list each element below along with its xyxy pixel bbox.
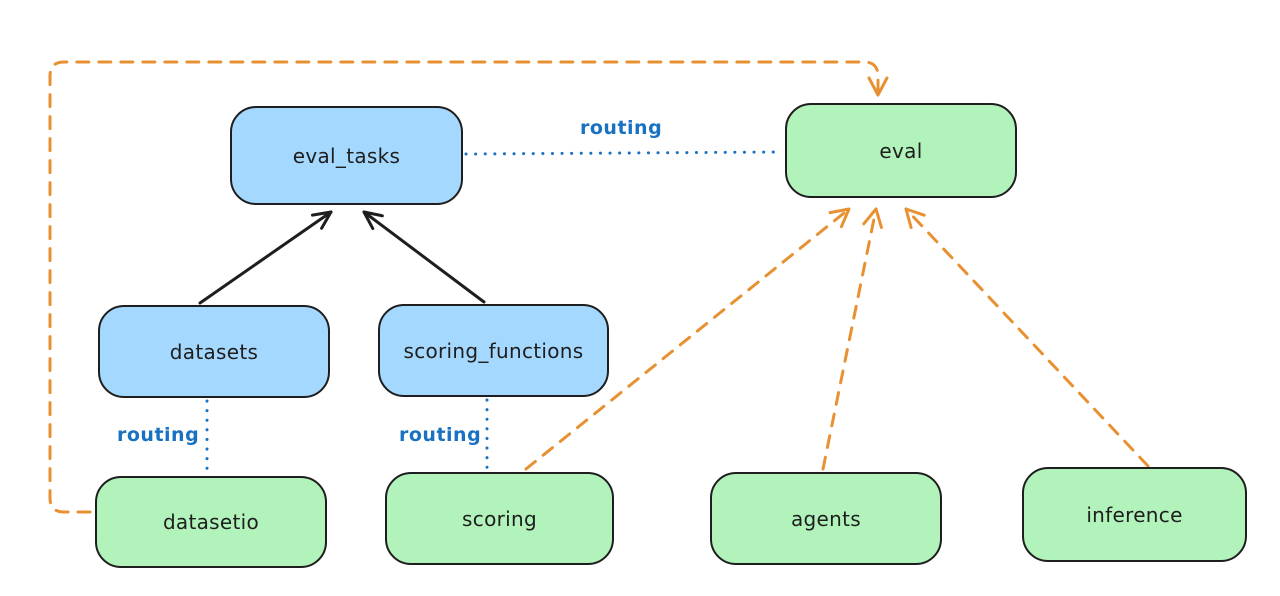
- node-agents-label: agents: [791, 506, 861, 531]
- edge-datasetio-to-eval: [48, 60, 889, 514]
- node-inference: inference: [1022, 467, 1247, 562]
- node-eval-tasks-label: eval_tasks: [292, 143, 401, 168]
- node-datasets: datasets: [98, 305, 330, 398]
- node-inference-label: inference: [1086, 502, 1183, 527]
- node-eval-tasks: eval_tasks: [230, 106, 463, 205]
- edge-label-routing-scoring-functions-scoring: routing: [399, 424, 482, 446]
- node-datasetio-label: datasetio: [162, 510, 260, 534]
- edge-label-routing-eval-tasks-eval: routing: [580, 117, 663, 139]
- node-scoring-functions-label: scoring_functions: [403, 338, 584, 363]
- node-datasetio: datasetio: [95, 476, 327, 568]
- node-scoring: scoring: [385, 472, 614, 565]
- edge-inference-to-eval: [904, 207, 1150, 468]
- node-scoring-functions: scoring_functions: [378, 304, 609, 397]
- node-datasets-label: datasets: [169, 339, 259, 364]
- edge-datasets-to-eval-tasks: [198, 210, 333, 305]
- node-eval-label: eval: [879, 138, 923, 163]
- edge-scoring-to-eval: [524, 207, 851, 471]
- node-scoring-label: scoring: [462, 506, 537, 531]
- edge-scoring-functions-to-eval-tasks: [362, 210, 486, 304]
- edge-eval-tasks-to-eval-routing: [464, 150, 784, 156]
- edge-agents-to-eval: [821, 207, 883, 471]
- edge-label-routing-datasets-datasetio: routing: [117, 424, 200, 446]
- node-eval: eval: [785, 103, 1017, 198]
- node-agents: agents: [710, 472, 942, 565]
